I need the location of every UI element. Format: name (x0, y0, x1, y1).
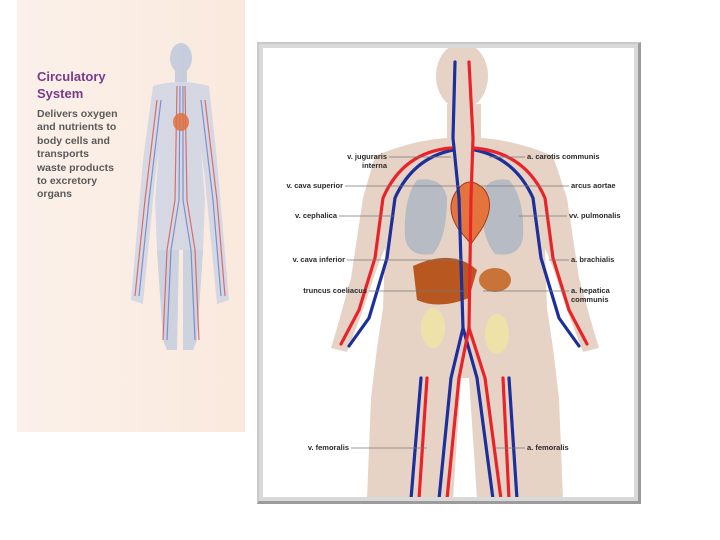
label-line: a. hepatica (571, 286, 610, 295)
desc-line: Delivers oxygen (37, 108, 118, 120)
body-silhouette (331, 48, 599, 497)
label-v-jugularis-interna: v. juguraris interna (315, 152, 387, 170)
label-v-cava-superior: v. cava superior (263, 181, 343, 191)
label-v-cava-inferior: v. cava inferior (263, 255, 345, 265)
label-line: interna (361, 160, 387, 170)
label-line: a. femoralis (527, 443, 569, 452)
label-v-cephalica: v. cephalica (263, 211, 337, 221)
circulatory-system-title: Circulatory System (37, 68, 147, 102)
label-line: v. cava superior (286, 181, 343, 190)
label-line: a. carotis communis (527, 152, 600, 161)
desc-line: transports (37, 148, 89, 161)
kidney-left (421, 308, 445, 348)
label-line: v. juguraris (347, 152, 387, 161)
label-line: v. cava inferior (292, 255, 345, 264)
title-line-2: System (37, 86, 84, 101)
kidney-right (485, 314, 509, 354)
lungs (404, 179, 524, 255)
label-line: a. brachialis (571, 255, 615, 264)
label-a-hepatica-communis: a. hepatica communis (571, 286, 610, 304)
title-line-1: Circulatory (37, 69, 106, 84)
label-line: communis (571, 294, 609, 304)
label-arcus-aortae: arcus aortae (571, 181, 616, 191)
label-v-femoralis: v. femoralis (263, 443, 349, 453)
desc-line: waste products (37, 161, 115, 174)
circulatory-description: Delivers oxygen and nutrients to body ce… (37, 108, 147, 202)
desc-line: and nutrients to (37, 121, 117, 134)
diagram-canvas: v. juguraris interna v. cava superior v.… (263, 48, 634, 497)
label-line: arcus aortae (571, 181, 616, 190)
label-line: vv. pulmonalis (569, 211, 621, 220)
label-a-femoralis: a. femoralis (527, 443, 569, 453)
label-line: v. femoralis (307, 443, 349, 452)
stomach (479, 268, 511, 292)
faded-body-illustration (131, 43, 229, 350)
desc-line: organs (37, 188, 73, 201)
label-a-carotis-communis: a. carotis communis (527, 152, 600, 162)
label-line: truncus coeliacus (303, 286, 367, 295)
label-truncus-coeliacus: truncus coeliacus (263, 286, 367, 296)
circulatory-anatomy-diagram (331, 48, 599, 497)
veins (347, 60, 581, 497)
label-line: v. cephalica (295, 211, 337, 220)
label-leader-lines (339, 156, 569, 449)
desc-line: body cells and (37, 134, 110, 147)
desc-line: to excretory (37, 175, 98, 188)
left-card: Circulatory System Delivers oxygen and n… (17, 0, 245, 432)
label-vv-pulmonalis: vv. pulmonalis (569, 211, 621, 221)
liver (413, 257, 477, 305)
label-a-brachialis: a. brachialis (571, 255, 615, 265)
diagram-frame: v. juguraris interna v. cava superior v.… (257, 42, 641, 504)
arteries (339, 60, 589, 497)
